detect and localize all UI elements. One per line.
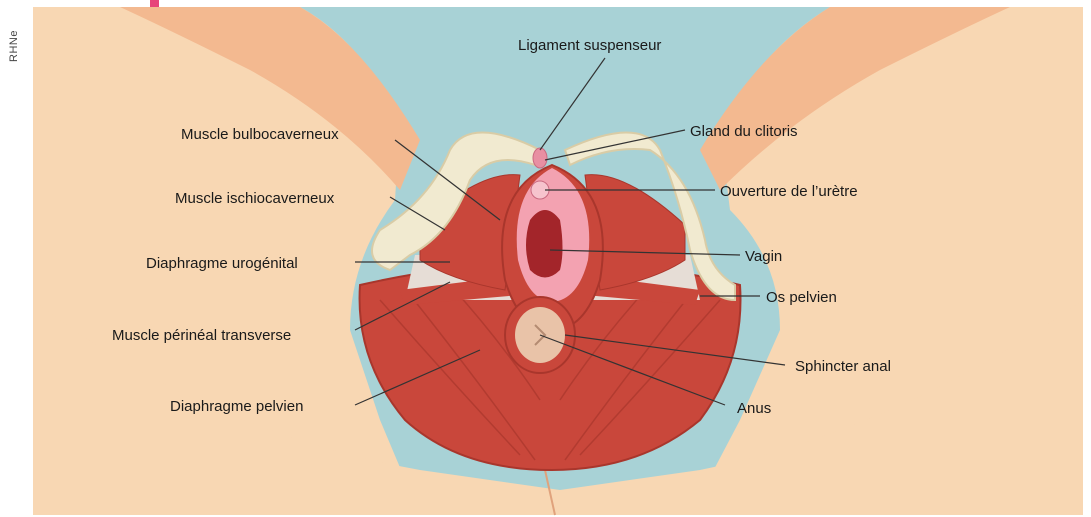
- label-ligament-suspenseur: Ligament suspenseur: [518, 37, 661, 54]
- label-muscle-perineal-transverse: Muscle périnéal transverse: [112, 327, 291, 344]
- label-muscle-ischiocaverneux: Muscle ischiocaverneux: [175, 190, 335, 207]
- vagina-shape: [526, 210, 563, 278]
- label-ouverture-uretre: Ouverture de l’urètre: [720, 183, 858, 200]
- clitoris-glans-shape: [533, 148, 547, 168]
- label-diaphragme-pelvien: Diaphragme pelvien: [170, 398, 303, 415]
- label-os-pelvien: Os pelvien: [766, 289, 837, 306]
- label-diaphragme-urogenital: Diaphragme urogénital: [146, 255, 298, 272]
- label-muscle-bulbocaverneux: Muscle bulbocaverneux: [181, 126, 339, 143]
- label-sphincter-anal: Sphincter anal: [795, 358, 891, 375]
- label-anus: Anus: [737, 400, 771, 417]
- label-gland-clitoris: Gland du clitoris: [690, 123, 798, 140]
- label-vagin: Vagin: [745, 248, 782, 265]
